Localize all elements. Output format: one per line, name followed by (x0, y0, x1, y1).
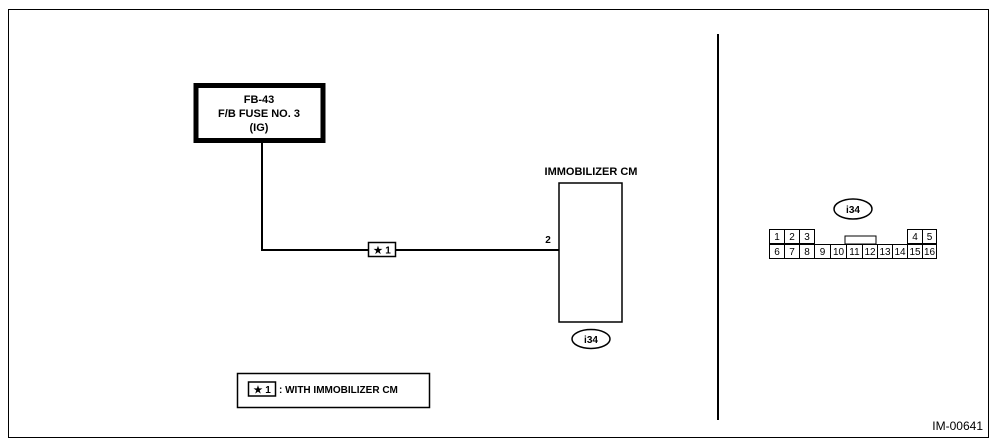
fuse-code: FB-43 (244, 94, 275, 106)
connector-pin-label: 2 (789, 232, 795, 243)
connector-view-id: i34 (846, 205, 860, 216)
connector-view-oval (833, 198, 873, 220)
connector-pin-label: 3 (804, 232, 810, 243)
wire-marker-number: 1 (385, 246, 391, 257)
diagram-frame (8, 9, 989, 438)
connector-pin-label: 5 (927, 232, 933, 243)
connector-latch (844, 235, 877, 245)
wire-marker: ★ 1 (367, 241, 397, 258)
connector-cavity (799, 229, 815, 244)
fuse-name: F/B FUSE NO. 3 (218, 108, 300, 120)
fuse-block: FB-43 F/B FUSE NO. 3 (IG) (193, 83, 326, 143)
connector-pin-label: 15 (909, 247, 921, 258)
figure-code: IM-00641 (932, 419, 983, 433)
connector-pin-label: 10 (833, 247, 845, 258)
fuse-box (193, 83, 326, 143)
connector-cavity (922, 229, 937, 244)
connector-pin-label: 7 (789, 247, 795, 258)
connector-cavity (922, 244, 937, 259)
module-box (558, 182, 623, 323)
connector-pin-label: 16 (924, 247, 936, 258)
wire-marker-star: ★ (374, 246, 383, 257)
connector-pin-label: 6 (774, 247, 780, 258)
module-pin-number: 2 (545, 235, 551, 246)
legend: ★ 1 : WITH IMMOBILIZER CM (236, 372, 431, 409)
fuse-circuit: (IG) (250, 122, 269, 134)
module-connector-id: i34 (584, 335, 598, 346)
connector-pin-label: 11 (849, 247, 860, 258)
connector-pin-label: 1 (774, 232, 780, 243)
legend-marker-number: 1 (265, 385, 271, 396)
legend-marker-box (247, 381, 277, 397)
legend-marker-star: ★ (254, 385, 263, 396)
legend-text: : WITH IMMOBILIZER CM (279, 385, 398, 396)
connector-pin-label: 14 (894, 247, 906, 258)
connector-pin-label: 9 (820, 247, 826, 258)
wire-marker-box (367, 241, 397, 258)
module-title: IMMOBILIZER CM (545, 166, 638, 178)
connector-pin-label: 8 (804, 247, 810, 258)
connector-pin-label: 12 (864, 247, 876, 258)
power-wire (261, 143, 559, 251)
module-connector-oval (571, 328, 611, 350)
connector-pin-label: 4 (912, 232, 918, 243)
connector-pin-label: 13 (879, 247, 891, 258)
immobilizer-module: IMMOBILIZER CM 2 i34 (545, 166, 638, 350)
